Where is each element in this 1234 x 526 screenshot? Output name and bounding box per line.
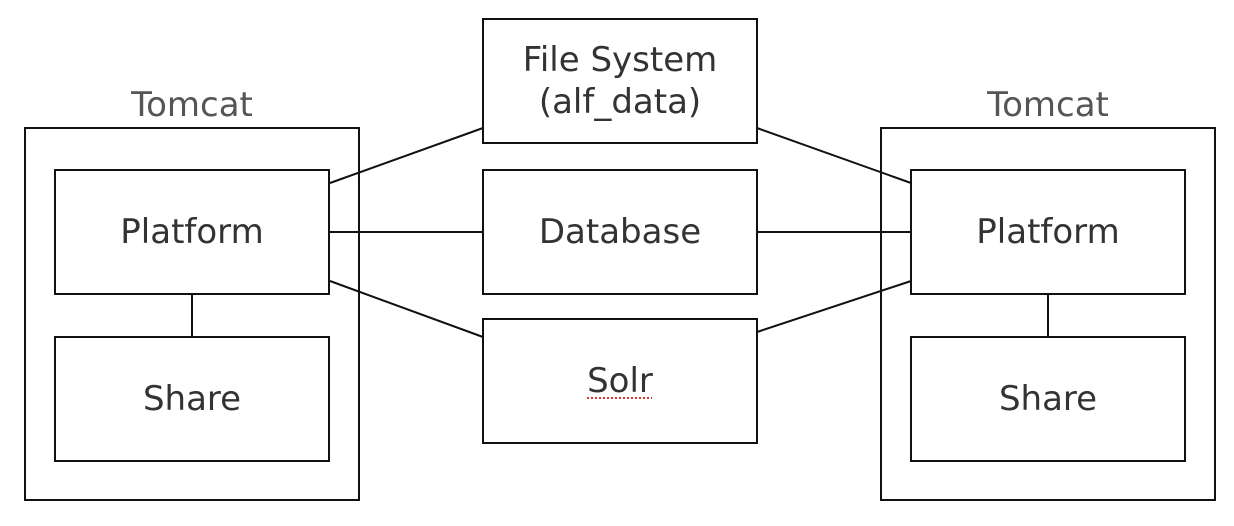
- right-tomcat-container: [880, 127, 1216, 501]
- file-system-box: File System (alf_data): [482, 18, 758, 144]
- right-share-box: Share: [910, 336, 1186, 462]
- solr-label: Solr: [587, 360, 653, 401]
- right-share-label: Share: [998, 378, 1098, 419]
- right-tomcat-label: Tomcat: [987, 85, 1109, 125]
- right-platform-box: Platform: [910, 169, 1186, 295]
- left-platform-box: Platform: [54, 169, 330, 295]
- database-box: Database: [482, 169, 758, 295]
- left-tomcat-container: [24, 127, 360, 501]
- left-platform-label: Platform: [120, 211, 264, 252]
- right-platform-label: Platform: [976, 211, 1120, 252]
- database-label: Database: [538, 211, 702, 252]
- left-tomcat-label: Tomcat: [131, 85, 253, 125]
- left-share-label: Share: [142, 378, 242, 419]
- left-share-box: Share: [54, 336, 330, 462]
- file-system-sublabel: (alf_data): [538, 82, 702, 122]
- solr-box: Solr: [482, 318, 758, 444]
- file-system-label: File System: [522, 39, 718, 80]
